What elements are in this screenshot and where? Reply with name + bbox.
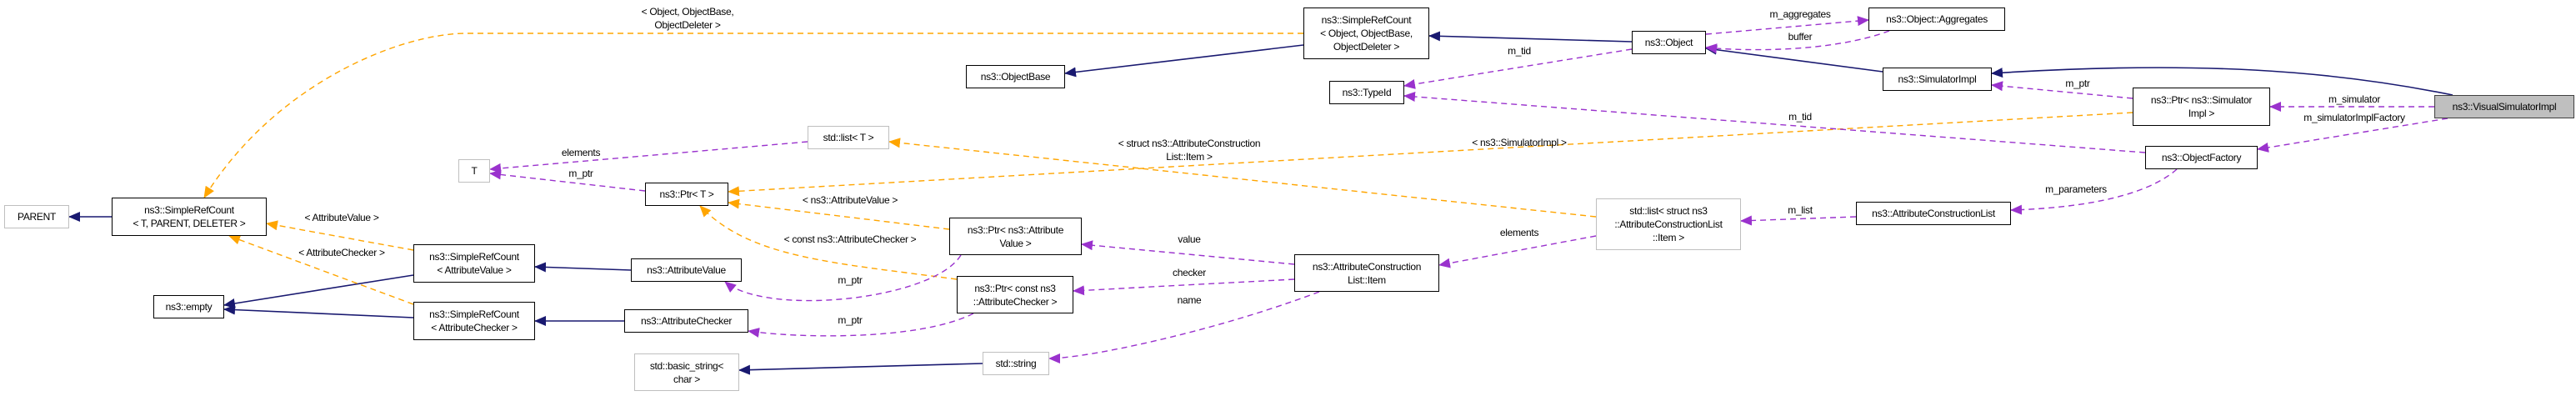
edge-label-m-tid-factory: m_tid xyxy=(1788,111,1812,123)
node-attributeconstructionlist[interactable]: ns3::AttributeConstructionList xyxy=(1856,202,2011,225)
edge-template-src-attributechecker xyxy=(228,234,414,305)
edge-template-src-object xyxy=(203,33,1303,198)
edge-usage-m-ptr-attributevalue xyxy=(724,254,962,302)
edge-label-value: value xyxy=(1178,233,1201,245)
edge-usage-buffer xyxy=(1705,30,1890,54)
edge-template-src-attributevalue xyxy=(266,220,414,251)
edge-usage-elements-item xyxy=(1438,235,1597,268)
edge-label-template-object: < Object, ObjectBase, ObjectDeleter > xyxy=(641,6,734,31)
edge-inheritance-attributevalue-src xyxy=(534,262,632,273)
edge-usage-m-ptr-t xyxy=(489,169,646,192)
edge-template-ptr-attributechecker xyxy=(699,205,958,280)
node-attributechecker[interactable]: ns3::AttributeChecker xyxy=(624,309,748,333)
edge-label-template-attributechecker: < AttributeChecker > xyxy=(298,247,385,258)
edge-inheritance-string-basic-string xyxy=(738,363,983,375)
edge-usage-m-tid-object xyxy=(1403,48,1633,89)
node-ptr-attributevalue[interactable]: ns3::Ptr< ns3::Attribute Value > xyxy=(949,218,1082,255)
node-ptr-attributechecker[interactable]: ns3::Ptr< const ns3 ::AttributeChecker > xyxy=(957,276,1073,313)
edge-label-template-const-attributechecker: < const ns3::AttributeChecker > xyxy=(783,233,917,245)
edge-label-m-list: m_list xyxy=(1788,204,1813,216)
edge-label-m-parameters: m_parameters xyxy=(2045,183,2107,195)
edge-label-m-simulatorimplfactory: m_simulatorImplFactory xyxy=(2303,112,2405,123)
node-attributevalue[interactable]: ns3::AttributeValue xyxy=(631,258,742,282)
edge-usage-name xyxy=(1048,291,1320,363)
edge-label-m-ptr-value: m_ptr xyxy=(838,274,863,286)
node-ptr-simulatorimpl[interactable]: ns3::Ptr< ns3::Simulator Impl > xyxy=(2133,88,2270,126)
edge-usage-m-aggregates xyxy=(1705,16,1869,35)
node-simplerefcount-attributechecker[interactable]: ns3::SimpleRefCount < AttributeChecker > xyxy=(413,302,535,340)
edge-label-m-simulator: m_simulator xyxy=(2328,93,2381,105)
edge-inheritance-object-src-object xyxy=(1428,31,1633,43)
edge-label-m-ptr-t: m_ptr xyxy=(568,168,593,179)
node-objectfactory[interactable]: ns3::ObjectFactory xyxy=(2145,146,2258,169)
edge-label-m-ptr-checker: m_ptr xyxy=(838,314,863,326)
node-attributeconstructionlist-item[interactable]: ns3::AttributeConstruction List::Item xyxy=(1294,254,1439,292)
edge-inheritance-src-object-objectbase xyxy=(1064,44,1304,78)
edge-label-m-ptr-simulator: m_ptr xyxy=(2065,78,2090,89)
edge-label-buffer: buffer xyxy=(1788,31,1813,43)
node-simplerefcount-generic[interactable]: ns3::SimpleRefCount < T, PARENT, DELETER… xyxy=(112,198,267,236)
node-std-list-t[interactable]: std::list< T > xyxy=(808,126,889,149)
edge-usage-m-ptr-simulatorimpl xyxy=(1991,81,2133,99)
edge-inheritance-src-attributechecker-empty xyxy=(223,304,414,318)
edge-label-template-simulatorimpl: < ns3::SimulatorImpl > xyxy=(1472,137,1567,148)
edge-usage-m-list xyxy=(1740,215,1857,226)
node-object[interactable]: ns3::Object xyxy=(1632,31,1706,54)
node-t[interactable]: T xyxy=(458,159,490,183)
edge-template-std-list-item xyxy=(888,138,1597,218)
node-visualsimulatorimpl: ns3::VisualSimulatorImpl xyxy=(2434,95,2574,118)
edge-usage-m-parameters xyxy=(2010,168,2178,215)
node-parent[interactable]: PARENT xyxy=(4,205,69,228)
node-empty[interactable]: ns3::empty xyxy=(153,295,224,318)
edge-template-ptr-simulatorimpl xyxy=(728,112,2133,197)
node-simulatorimpl[interactable]: ns3::SimulatorImpl xyxy=(1883,68,1992,91)
edge-label-m-aggregates: m_aggregates xyxy=(1769,8,1831,20)
node-basic-string[interactable]: std::basic_string< char > xyxy=(634,353,739,391)
edge-inheritance-src-attributevalue-empty xyxy=(223,274,414,308)
edge-label-m-tid-object: m_tid xyxy=(1508,45,1531,57)
node-simplerefcount-object[interactable]: ns3::SimpleRefCount < Object, ObjectBase… xyxy=(1303,8,1429,59)
edge-label-template-ns3-attributevalue: < ns3::AttributeValue > xyxy=(802,194,898,206)
edge-label-checker: checker xyxy=(1173,267,1206,278)
edge-usage-elements-t xyxy=(489,141,808,173)
edge-inheritance-simulatorimpl-object xyxy=(1705,44,1883,73)
edge-usage-checker xyxy=(1073,278,1295,296)
node-objectbase[interactable]: ns3::ObjectBase xyxy=(966,65,1065,88)
edge-usage-m-tid-factory xyxy=(1403,92,2146,153)
edge-template-ptr-attributevalue xyxy=(728,198,950,230)
node-std-list-item[interactable]: std::list< struct ns3 ::AttributeConstru… xyxy=(1596,198,1741,250)
edge-inheritance-visual-simulatorimpl xyxy=(1991,67,2453,96)
node-typeid[interactable]: ns3::TypeId xyxy=(1329,81,1404,104)
edge-label-name: name xyxy=(1177,294,1202,306)
edge-label-elements-t: elements xyxy=(561,147,601,158)
edge-label-template-struct-item: < struct ns3::AttributeConstruction List… xyxy=(1118,138,1261,163)
edge-label-elements-item: elements xyxy=(1499,227,1539,238)
node-object-aggregates[interactable]: ns3::Object::Aggregates xyxy=(1868,8,2005,31)
edge-label-template-attributevalue: < AttributeValue > xyxy=(304,212,379,223)
node-ptr-t[interactable]: ns3::Ptr< T > xyxy=(645,183,728,206)
node-simplerefcount-attributevalue[interactable]: ns3::SimpleRefCount < AttributeValue > xyxy=(413,244,535,283)
node-std-string[interactable]: std::string xyxy=(983,352,1049,375)
edge-usage-value xyxy=(1081,240,1295,265)
edge-usage-m-ptr-attributechecker xyxy=(748,313,974,338)
edge-usage-m-simulatorimplfactory xyxy=(2257,118,2448,153)
